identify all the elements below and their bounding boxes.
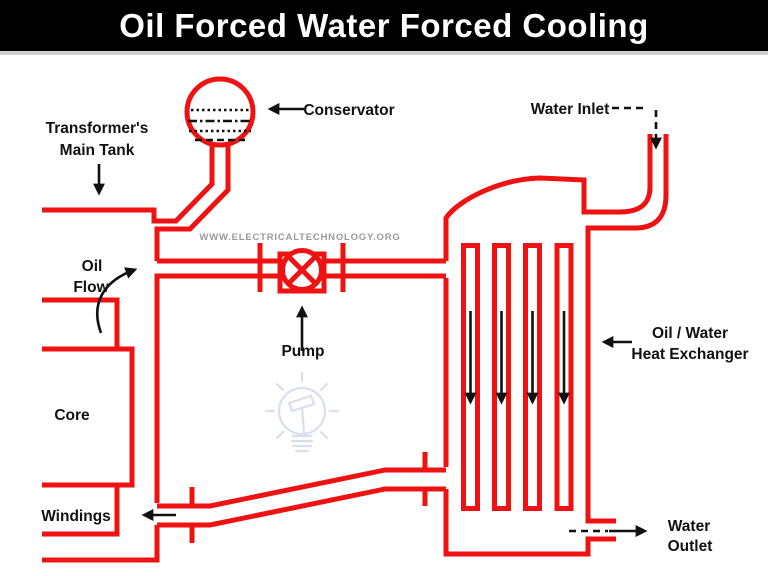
heat-exchanger-label-line1: Oil / Water	[652, 325, 728, 342]
heat-exchanger-tubes-icon	[461, 243, 574, 511]
heat-exchanger-label-line2: Heat Exchanger	[631, 346, 748, 363]
hex-outlet-bottom-and-floor	[443, 489, 616, 557]
heat-exchanger-body	[443, 134, 669, 557]
main-tank-label-line2: Main Tank	[60, 142, 135, 159]
annotation-arrows	[93, 103, 662, 537]
oil-flow-label-line2: Flow	[73, 279, 109, 296]
return-pipe-top	[157, 467, 446, 509]
pump-cross	[286, 254, 318, 286]
pump-valve-icon	[277, 248, 327, 294]
site-watermark: WWW.ELECTRICALTECHNOLOGY.ORG	[199, 232, 400, 243]
tank-top-edge-and-conservator-pipe-left	[42, 146, 215, 224]
transformer-tank-outline	[42, 146, 231, 563]
main-tank-label-line1: Transformer's	[46, 120, 149, 137]
main-oil-pipe-bottom-and-tank-wall-lower	[154, 273, 446, 503]
windings-step	[42, 485, 120, 537]
lightbulb-watermark-icon	[264, 371, 340, 453]
hex-dome-and-water-inlet-outer	[443, 134, 653, 261]
hex-water-inlet-inner-and-right-wall	[585, 134, 669, 524]
diagram-labels: Transformer's Main Tank Conservator Wate…	[41, 101, 748, 555]
pump-label: Pump	[281, 343, 324, 360]
tank-bottom-edge	[42, 525, 160, 563]
core-block-outline	[42, 346, 135, 488]
conservator-label: Conservator	[303, 102, 394, 119]
page-title: Oil Forced Water Forced Cooling	[119, 6, 649, 44]
title-bar: Oil Forced Water Forced Cooling	[0, 0, 768, 55]
tank-step-top	[42, 297, 120, 349]
water-outlet-label-line2: Outlet	[668, 538, 713, 555]
oil-flow-label-line1: Oil	[82, 258, 103, 275]
conservator-pipe-right-and-tank-wall-upper	[154, 146, 231, 261]
return-pipe-bottom	[157, 486, 446, 528]
water-outlet-label-line1: Water	[668, 518, 711, 535]
conservator-circle	[184, 76, 256, 148]
oil-flow-curved-arrow	[96, 267, 138, 334]
water-inlet-label: Water Inlet	[531, 101, 610, 118]
core-label: Core	[54, 407, 90, 424]
conservator-vessel-icon	[184, 76, 256, 148]
cooling-diagram: Transformer's Main Tank Conservator Wate…	[41, 76, 749, 563]
windings-label: Windings	[41, 508, 111, 525]
